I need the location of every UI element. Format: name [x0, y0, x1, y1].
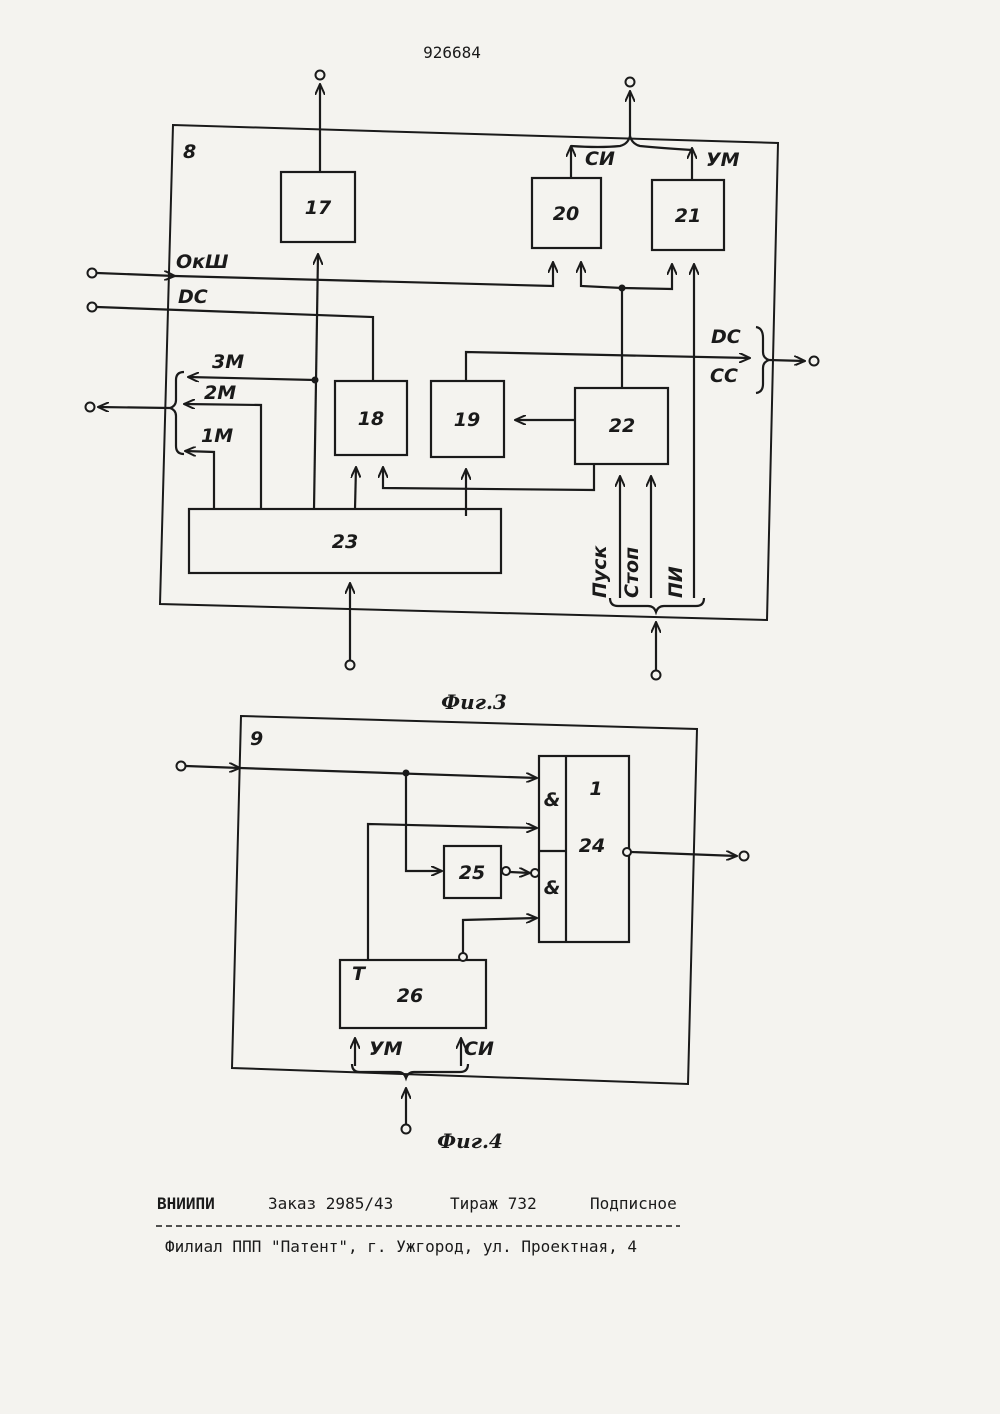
signal-okw-label: ОкШ	[176, 251, 229, 273]
unit-9-label: 9	[250, 728, 263, 750]
signal-dc-out-label: DC	[711, 326, 741, 348]
fig4-signal-si-label: СИ	[464, 1038, 494, 1060]
signal-pusk-label: Пуск	[589, 544, 611, 598]
signal-pi-label: ПИ	[665, 566, 687, 598]
block-26-label: 26	[397, 985, 423, 1007]
trigger-t-label: T	[352, 963, 367, 985]
signal-si-label: СИ	[585, 148, 615, 170]
block-18-label: 18	[358, 408, 384, 430]
page-number: 926684	[423, 43, 481, 62]
signal-2m-label: 2М	[204, 382, 236, 404]
footer: ВНИИПИ Заказ 2985/43 Тираж 732 Подписное…	[156, 1194, 680, 1256]
block-22-label: 22	[609, 415, 635, 437]
signal-stop-label: Стоп	[621, 547, 643, 598]
fig4-signal-um-label: УМ	[369, 1038, 403, 1060]
footer-org: ВНИИПИ	[157, 1194, 215, 1213]
figure-3: 8 17 20 21 18 19 22 23 СИ УМ ОкШ	[86, 71, 819, 715]
gate-and-1: &	[544, 789, 561, 811]
signal-1m-label: 1М	[201, 425, 233, 447]
block-19-label: 19	[454, 409, 480, 431]
figure-3-caption: Фиг.3	[441, 690, 507, 714]
gate-or-label: 1	[589, 778, 602, 800]
signal-cc-out-label: СС	[710, 365, 738, 387]
figure-4-caption: Фиг.4	[437, 1129, 503, 1153]
block-20-label: 20	[553, 203, 579, 225]
footer-address: Филиал ППП "Патент", г. Ужгород, ул. Про…	[165, 1237, 637, 1256]
block-23-label: 23	[332, 531, 358, 553]
footer-subscription: Подписное	[590, 1194, 677, 1213]
block-17-label: 17	[305, 197, 332, 219]
gate-and-2: &	[544, 877, 561, 899]
signal-3m-label: 3М	[212, 351, 244, 373]
signal-dc-in-label: DC	[178, 286, 208, 308]
figure-4: 9 & & 1 24 25 T 26	[177, 716, 749, 1153]
block-21-label: 21	[675, 205, 701, 227]
footer-print-run: Тираж 732	[450, 1194, 537, 1213]
block-25-label: 25	[459, 862, 485, 884]
footer-order: Заказ 2985/43	[268, 1194, 393, 1213]
unit-8-label: 8	[183, 141, 196, 163]
signal-um-label: УМ	[706, 149, 740, 171]
unit-8-frame	[160, 125, 778, 620]
block-24-label: 24	[579, 835, 605, 857]
